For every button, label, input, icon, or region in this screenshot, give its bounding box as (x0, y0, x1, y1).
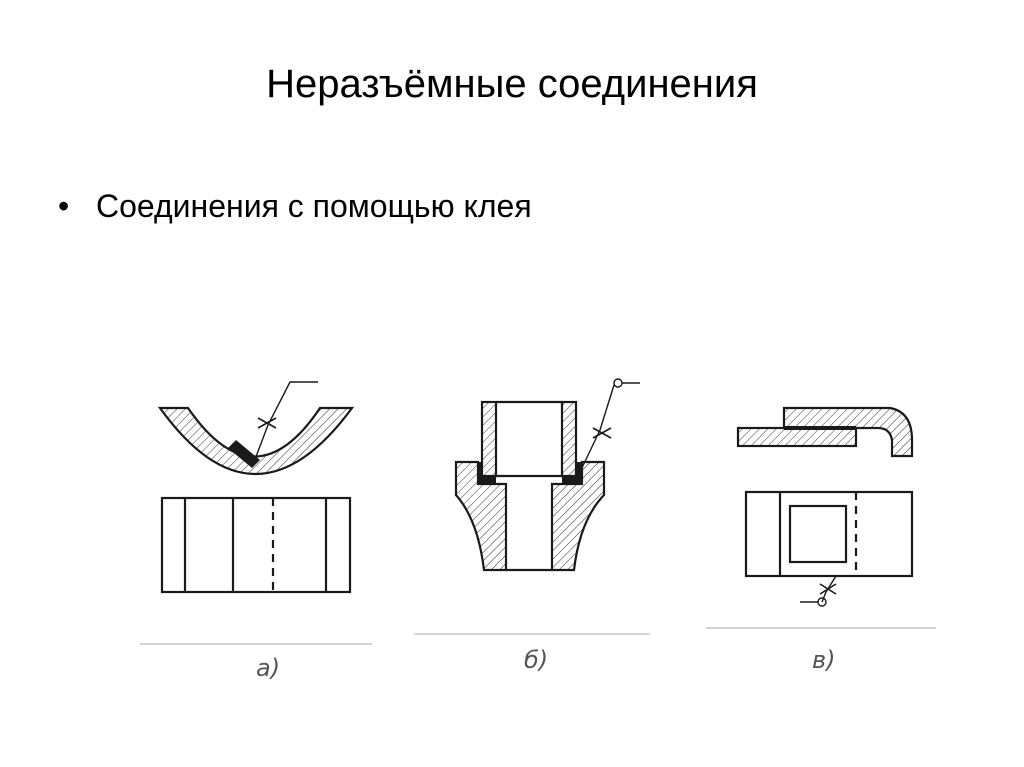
glue-mark (592, 427, 612, 439)
leader-line (579, 384, 615, 473)
figure-a (157, 381, 355, 594)
glue-mark (819, 583, 837, 595)
plan-view (744, 490, 914, 578)
housing-right (550, 460, 606, 572)
figure-c-label: в) (812, 646, 836, 674)
leader-circle (613, 378, 623, 388)
bullet-text: Соединения с помощью клея (96, 188, 532, 224)
glue-mark (257, 417, 277, 429)
figure-baselines (140, 627, 936, 645)
upper-plate (782, 406, 914, 458)
glue-seam (228, 440, 260, 468)
curved-plate (157, 406, 355, 475)
figure-a-label: а) (256, 654, 280, 682)
figure-c (736, 406, 914, 607)
housing-left (454, 460, 508, 572)
bushing-left-wall (480, 400, 498, 478)
figure-b (454, 378, 640, 572)
bushing-right-wall (560, 400, 578, 478)
bullet-item: • Соединения с помощью клея (58, 188, 532, 225)
glue-layer-left (478, 462, 496, 484)
figure-b-label: б) (524, 646, 548, 674)
glue-layer (784, 426, 856, 430)
leader-line (253, 381, 318, 463)
plan-view (160, 496, 352, 594)
slide-title: Неразъёмные соединения (266, 62, 758, 106)
lower-plate (736, 426, 858, 448)
glue-layer-right (562, 462, 582, 484)
glue-area (788, 504, 848, 564)
bullet-symbol: • (58, 188, 70, 224)
